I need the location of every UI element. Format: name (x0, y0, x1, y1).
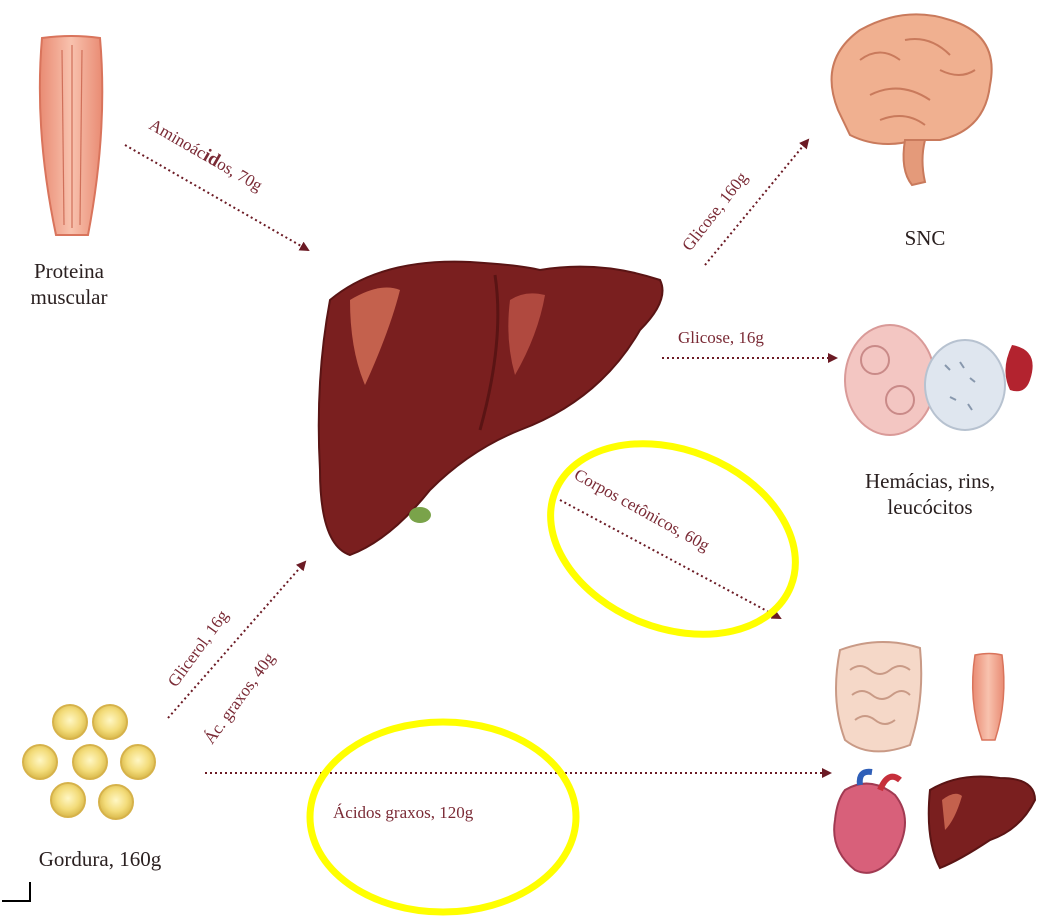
fat-droplets-icon (23, 705, 155, 819)
label-muscle-line2: muscular (4, 284, 134, 310)
label-rbc-line2: leucócitos (830, 494, 1030, 520)
liver-icon (319, 262, 663, 555)
label-amino: Aminoácidos, 70g (146, 114, 267, 196)
intestine-icon (836, 642, 921, 751)
label-ketones: Corpos cetônicos, 60g (571, 465, 713, 555)
label-glucose-cns: Glicose, 160g (678, 168, 751, 255)
label-rbc-kidney: Hemácias, rins, leucócitos (830, 468, 1030, 520)
liver-small-icon (929, 777, 1035, 869)
label-glucose-rbc: Glicose, 16g (678, 328, 764, 347)
label-fat: Gordura, 160g (10, 846, 190, 872)
muscle-icon (40, 36, 102, 235)
label-glycerol: Glicerol, 16g (164, 606, 232, 690)
heart-icon (834, 772, 905, 873)
muscle-small-icon (973, 654, 1004, 741)
label-fatty-acids-tissues: Ácidos graxos, 120g (333, 803, 474, 822)
label-cns: SNC (885, 225, 965, 251)
highlight-ketones (522, 409, 824, 669)
label-muscle-line1: Proteina (4, 258, 134, 284)
rbc-kidney-icon (845, 325, 1033, 435)
label-muscle-protein: Proteina muscular (4, 258, 134, 310)
brain-icon (832, 14, 992, 185)
label-rbc-line1: Hemácias, rins, (830, 468, 1030, 494)
corner-mark (2, 882, 30, 901)
label-fatty-acids-liver: Ác. graxos, 40g (200, 649, 279, 748)
